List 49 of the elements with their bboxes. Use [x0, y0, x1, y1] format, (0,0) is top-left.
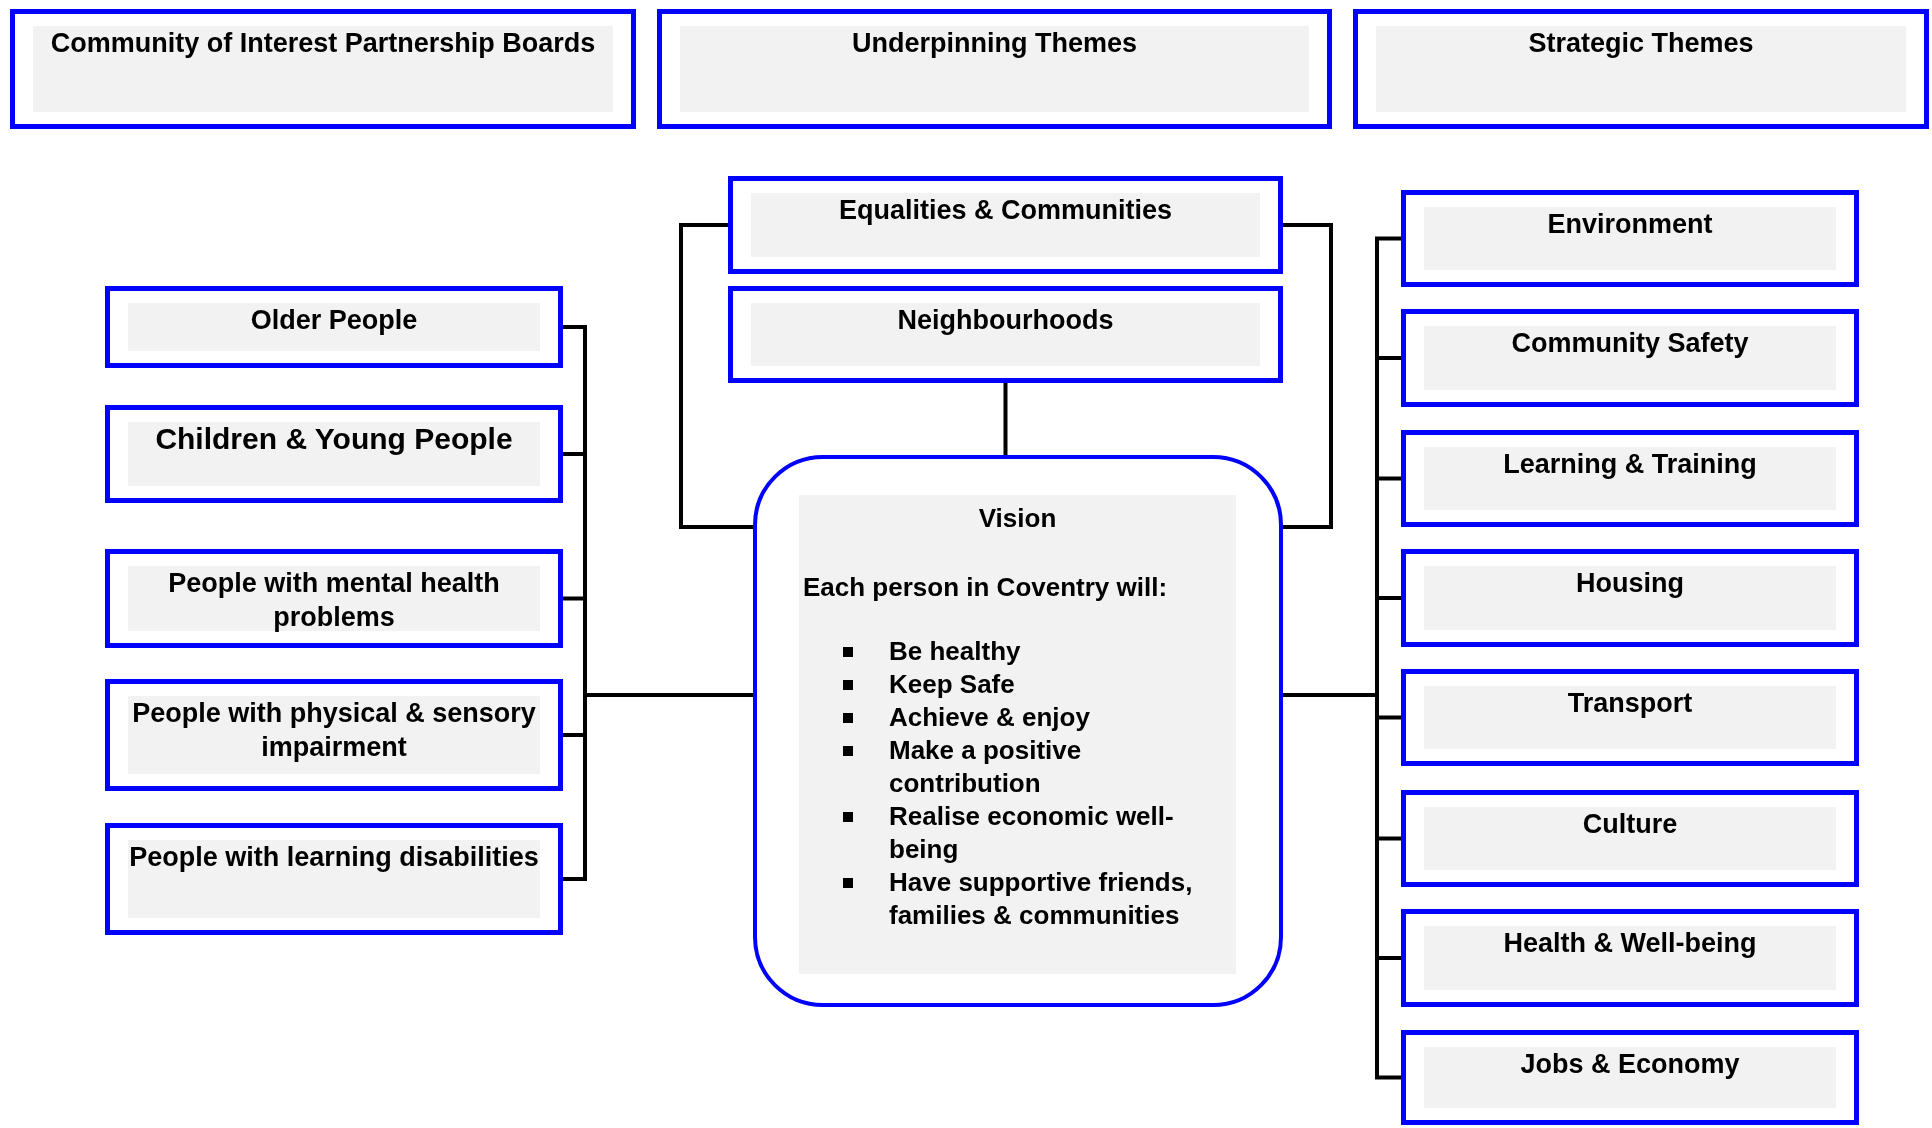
bullet-item: Have supportive friends, families & communities [889, 866, 1194, 932]
box-label: Health & Well-being [1503, 927, 1757, 960]
box-label: Neighbourhoods [897, 304, 1114, 337]
theme-box [1401, 309, 1859, 407]
vision-rounded-box [753, 455, 1283, 1007]
connector-line [1283, 693, 1401, 1080]
box-label: People with mental health problems [167, 567, 501, 634]
bullet-item: Be healthy [889, 635, 1021, 668]
theme-box [728, 286, 1283, 383]
heading-box [10, 9, 636, 129]
box-label: People with learning disabilities [129, 841, 539, 874]
heading-box [1353, 9, 1929, 129]
box-label: Underpinning Themes [852, 27, 1137, 60]
box-label: Older People [250, 304, 418, 337]
theme-box [1401, 190, 1859, 287]
box-label: Community Safety [1511, 327, 1749, 360]
box-label: Environment [1547, 208, 1713, 241]
heading-box [657, 9, 1332, 129]
theme-box [1401, 669, 1859, 766]
box-label: Culture [1582, 808, 1678, 841]
connector-line [679, 223, 1333, 529]
box-label: Learning & Training [1503, 448, 1757, 481]
vision-heading: Vision [977, 502, 1058, 535]
theme-box [1401, 430, 1859, 527]
theme-box [1401, 790, 1859, 887]
theme-box [105, 823, 563, 935]
theme-box [105, 679, 563, 791]
bullet-item: Keep Safe [889, 668, 1015, 701]
box-label: Children & Young People [155, 422, 513, 456]
theme-box [1401, 909, 1859, 1007]
theme-box [1401, 1030, 1859, 1125]
theme-box [728, 176, 1283, 274]
box-label: Equalities & Communities [838, 194, 1173, 227]
theme-box [105, 549, 563, 648]
bullet-item: Make a positive contribution [889, 734, 1083, 800]
box-label: Housing [1576, 567, 1684, 600]
bullet-item: Achieve & enjoy [889, 701, 1090, 734]
box-label: Jobs & Economy [1520, 1048, 1740, 1081]
box-label: Transport [1567, 687, 1693, 720]
vision-intro: Each person in Coventry will: [803, 571, 1169, 604]
connector-line [563, 693, 753, 881]
box-label: People with physical & sensory impairment [131, 697, 537, 764]
theme-box [105, 405, 563, 503]
box-label: Community of Interest Partnership Boards [50, 27, 596, 60]
box-label: Strategic Themes [1528, 27, 1754, 60]
theme-box [1401, 549, 1859, 647]
connector-line [1003, 383, 1008, 455]
theme-box [105, 286, 563, 368]
bullet-item: Realise economic well-being [889, 800, 1175, 866]
